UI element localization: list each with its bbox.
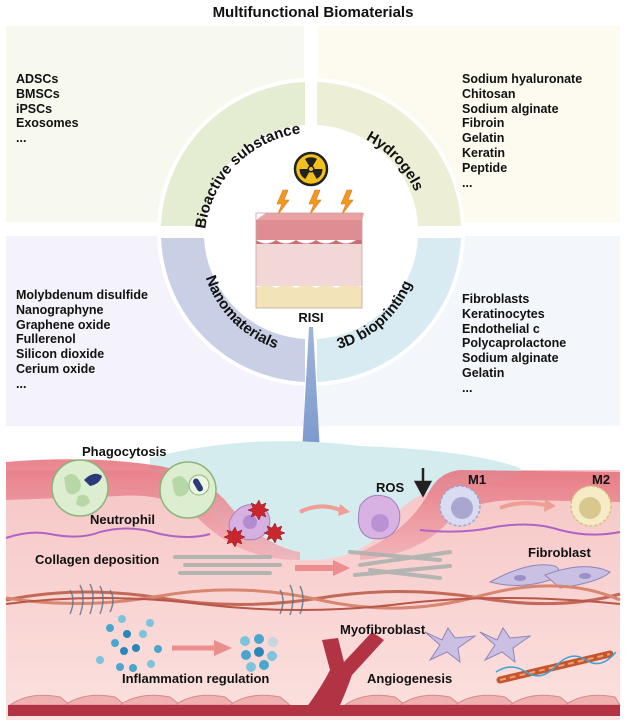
m1-macrophage-cell bbox=[439, 485, 481, 527]
list-item: Molybdenum disulfide bbox=[16, 288, 148, 302]
list-item: Fullerenol bbox=[16, 332, 76, 347]
list-item: Nanographyne bbox=[16, 302, 104, 317]
list-item: Sodium alginate bbox=[462, 101, 559, 116]
label-m1: M1 bbox=[468, 472, 487, 487]
list-item: Silicon dioxide bbox=[16, 347, 105, 362]
list-item: BMSCs bbox=[16, 86, 60, 101]
arrow-down-icon bbox=[292, 327, 330, 494]
list-item: Exosomes bbox=[16, 116, 79, 131]
inflammation-particles bbox=[96, 615, 162, 672]
list-item: Peptide bbox=[462, 160, 508, 175]
list-item: Fibroblasts bbox=[462, 292, 530, 306]
hydrogels-list: Sodium hyaluronate Chitosan Sodium algin… bbox=[462, 72, 582, 190]
radiation-icon bbox=[293, 151, 329, 187]
label-phagocytosis: Phagocytosis bbox=[82, 444, 167, 459]
fibroblast-nucleus bbox=[514, 575, 526, 581]
segment-bioactive-substances bbox=[161, 82, 305, 226]
collagen-strands bbox=[173, 550, 452, 580]
m2-macrophage-cell bbox=[570, 485, 612, 527]
segment-3d-bioprinting bbox=[317, 238, 461, 382]
epidermis-right bbox=[360, 470, 620, 560]
transition-arrow-icon bbox=[499, 501, 546, 510]
center-label: RISI bbox=[298, 310, 323, 325]
skin-tissue-icon bbox=[255, 212, 364, 309]
list-item: Endothelial c bbox=[462, 321, 540, 336]
bioactive-substances-list: ADSCs BMSCs iPSCs Exosomes ... bbox=[16, 72, 79, 146]
segment-nanomaterials bbox=[161, 238, 305, 382]
regulated-particles bbox=[240, 634, 278, 672]
list-item: ... bbox=[462, 380, 473, 395]
label-ros: ROS bbox=[376, 480, 405, 495]
list-item: Chitosan bbox=[462, 86, 516, 101]
endothelial-cell-layer bbox=[8, 694, 621, 706]
label-fibroblast: Fibroblast bbox=[528, 545, 591, 560]
list-item: ... bbox=[16, 131, 27, 146]
label-angiogenesis: Angiogenesis bbox=[367, 671, 453, 686]
3d-bioprinting-list: Fibroblasts Keratinocytes Endothelial c … bbox=[462, 292, 566, 396]
list-item: Sodium hyaluronate bbox=[462, 72, 583, 86]
label-myofibroblast: Myofibroblast bbox=[340, 622, 426, 637]
basement-membrane-left bbox=[5, 527, 211, 539]
list-item: Gelatin bbox=[462, 131, 505, 146]
fibrin-network bbox=[69, 583, 304, 616]
list-item: ... bbox=[462, 175, 473, 190]
basement-membrane-right bbox=[419, 523, 621, 536]
list-item: Graphene oxide bbox=[16, 317, 111, 332]
lightning-bolt-icon bbox=[276, 189, 354, 217]
myofibroblast-cell bbox=[424, 627, 532, 664]
list-item: Polycaprolactone bbox=[462, 336, 567, 351]
ros-down-arrow-icon bbox=[413, 468, 433, 498]
blood-vessel bbox=[300, 632, 384, 716]
list-item: ADSCs bbox=[16, 72, 59, 86]
vessel-wall bbox=[8, 705, 620, 716]
segment-hydrogels bbox=[317, 82, 461, 226]
collagen-fiber bbox=[5, 584, 621, 611]
ros-burst-icon bbox=[223, 499, 286, 548]
ros-macrophage-cell bbox=[357, 494, 401, 540]
label-inflammation-regulation: Inflammation regulation bbox=[122, 671, 270, 686]
list-item: Sodium alginate bbox=[462, 351, 559, 366]
label-collagen-deposition: Collagen deposition bbox=[35, 552, 160, 567]
fibroblast-nucleus bbox=[579, 573, 591, 579]
transition-arrow-icon bbox=[299, 504, 341, 514]
list-item: iPSCs bbox=[16, 101, 53, 116]
neutrophil-cell bbox=[159, 461, 217, 519]
neutrophil-cell bbox=[51, 459, 109, 517]
label-neutrophil: Neutrophil bbox=[90, 512, 155, 527]
figure-title: Multifunctional Biomaterials bbox=[212, 4, 414, 21]
list-item: Gelatin bbox=[462, 365, 505, 380]
ring-segments bbox=[161, 82, 461, 382]
scaffold-fiber bbox=[495, 650, 617, 684]
list-item: Cerium oxide bbox=[16, 361, 96, 376]
list-item: ... bbox=[16, 376, 27, 391]
nanomaterials-list: Molybdenum disulfide Nanographyne Graphe… bbox=[16, 288, 148, 392]
list-item: Fibroin bbox=[462, 116, 505, 131]
list-item: Keratin bbox=[462, 145, 506, 160]
label-m2: M2 bbox=[592, 472, 611, 487]
fibroblast-cell bbox=[488, 564, 611, 589]
list-item: Keratinocytes bbox=[462, 306, 545, 321]
